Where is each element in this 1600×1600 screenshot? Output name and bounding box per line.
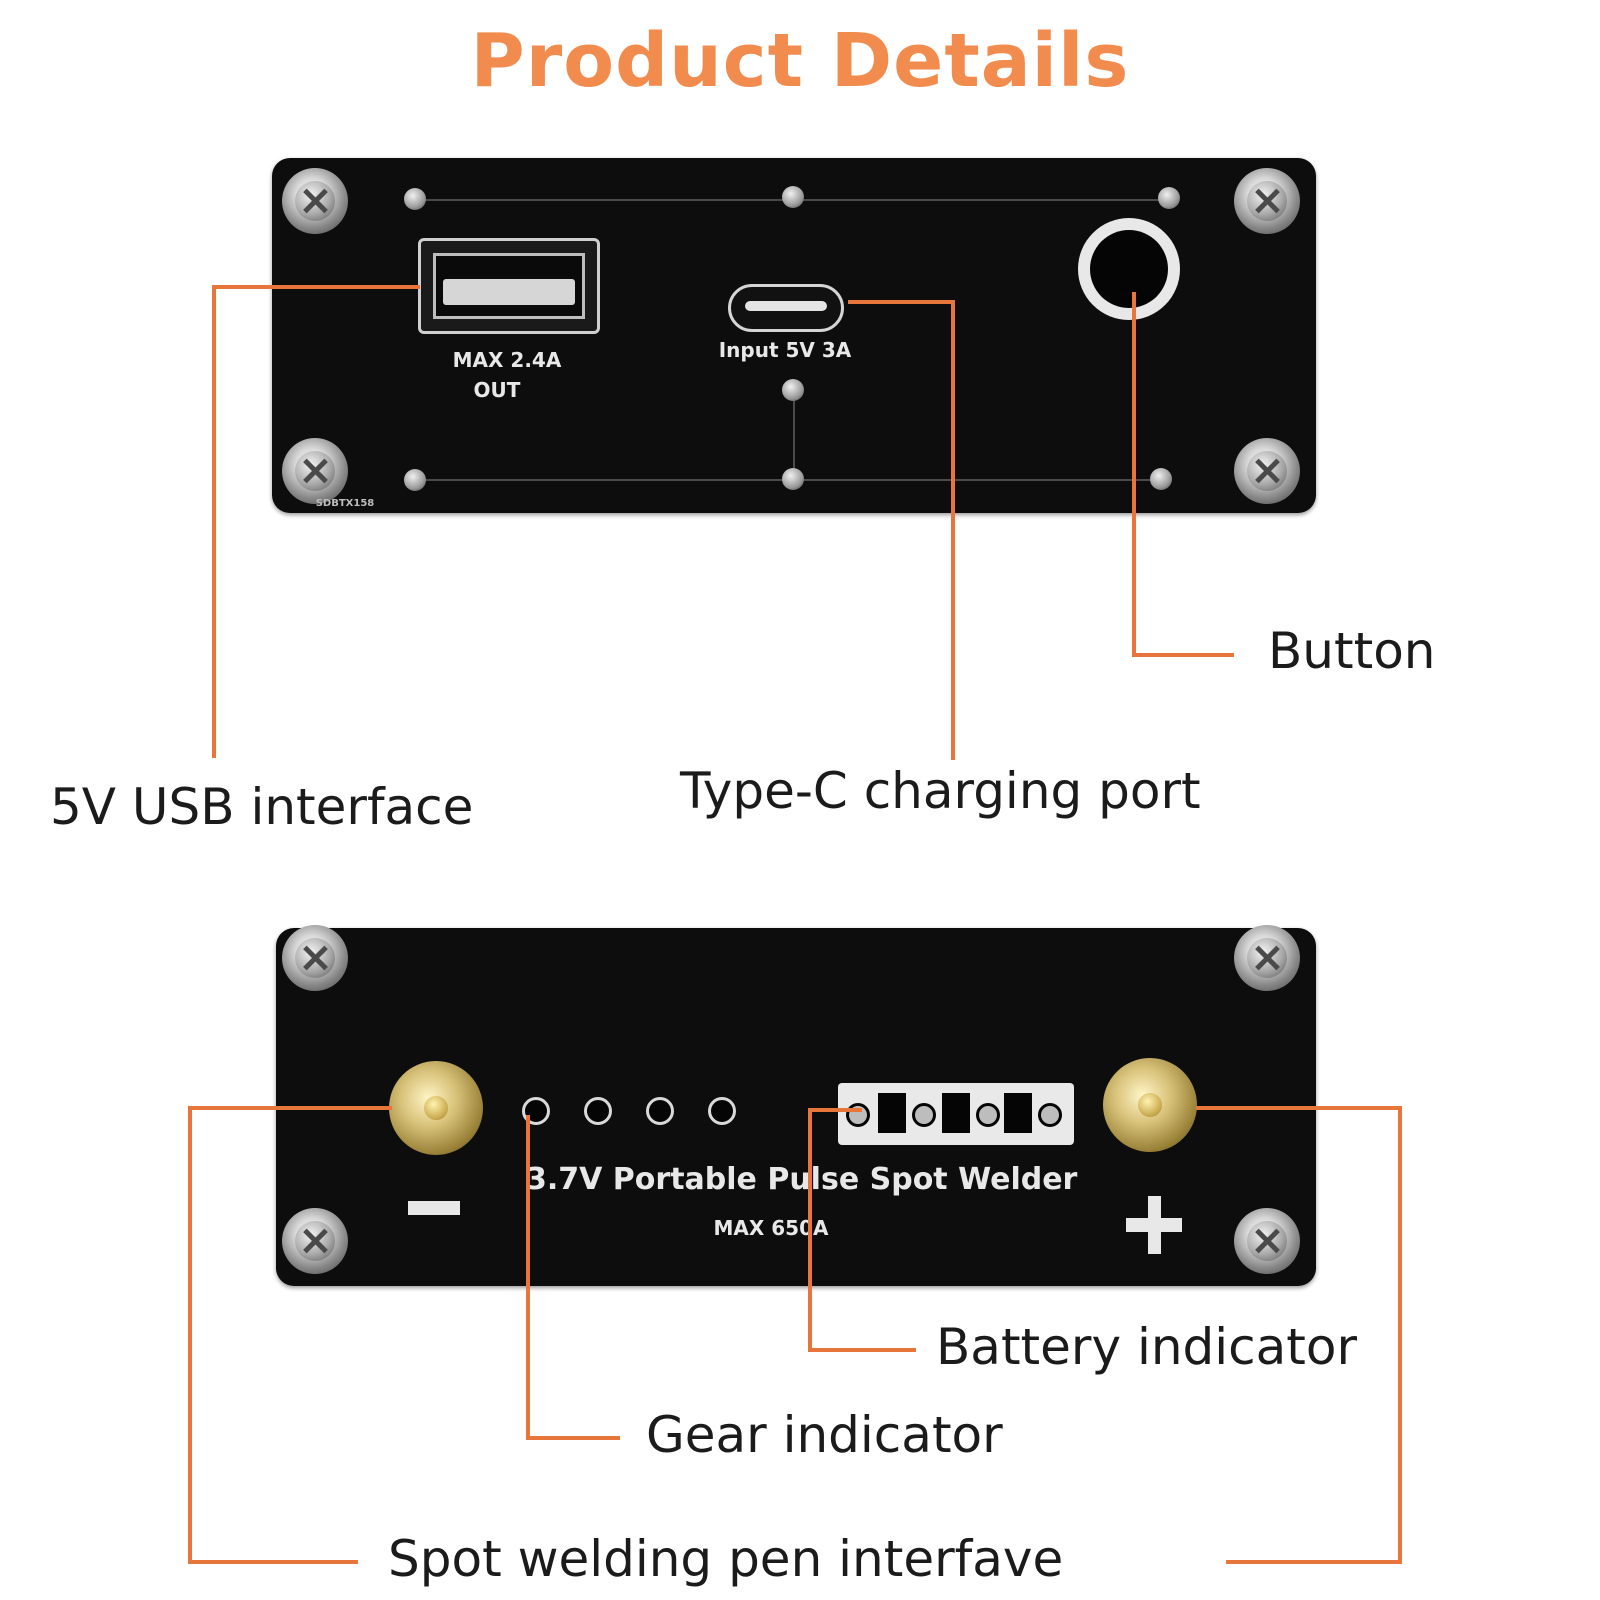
battery-indicator-leds bbox=[838, 1083, 1074, 1145]
page-title: Product Details bbox=[470, 18, 1130, 104]
screw-icon bbox=[1234, 438, 1300, 504]
screw-icon bbox=[282, 168, 348, 234]
typec-port bbox=[728, 284, 844, 332]
serial-label: SDBTX158 bbox=[315, 498, 375, 509]
button-callout: Button bbox=[1268, 622, 1436, 680]
gear-led-icon bbox=[522, 1097, 550, 1125]
top-panel: MAX 2.4A OUT Input 5V 3A SDBTX158 bbox=[272, 158, 1316, 513]
rivet-icon bbox=[782, 468, 804, 490]
screw-icon bbox=[1234, 1208, 1300, 1274]
gear-leader-line bbox=[526, 1115, 620, 1440]
screw-icon bbox=[1234, 168, 1300, 234]
screw-icon bbox=[282, 925, 348, 991]
usb-callout: 5V USB interface bbox=[50, 778, 474, 836]
usb-leader-line bbox=[212, 285, 420, 758]
typec-input-label: Input 5V 3A bbox=[718, 338, 852, 362]
gear-led-icon bbox=[584, 1097, 612, 1125]
typec-callout: Type-C charging port bbox=[680, 762, 1201, 820]
rivet-icon bbox=[404, 469, 426, 491]
button-leader-line bbox=[1132, 292, 1234, 657]
pen-callout: Spot welding pen interfave bbox=[388, 1530, 1064, 1588]
rivet-icon bbox=[782, 186, 804, 208]
pen-leader-line-left bbox=[188, 1106, 392, 1564]
power-button bbox=[1078, 218, 1180, 320]
pcb-trace bbox=[793, 390, 795, 480]
rivet-icon bbox=[1158, 187, 1180, 209]
battery-leader-line bbox=[808, 1108, 916, 1352]
screw-icon bbox=[282, 438, 348, 504]
screw-icon bbox=[1234, 925, 1300, 991]
product-name-label: 3.7V Portable Pulse Spot Welder bbox=[526, 1162, 1078, 1197]
battery-callout: Battery indicator bbox=[936, 1318, 1358, 1376]
gear-callout: Gear indicator bbox=[646, 1406, 1003, 1464]
gear-led-icon bbox=[708, 1097, 736, 1125]
positive-pen-terminal bbox=[1103, 1058, 1197, 1152]
plus-symbol-icon bbox=[1148, 1196, 1161, 1254]
bottom-panel: 3.7V Portable Pulse Spot Welder MAX 650A bbox=[276, 925, 1316, 1286]
screw-icon bbox=[282, 1208, 348, 1274]
rivet-icon bbox=[782, 379, 804, 401]
typec-leader-line bbox=[848, 300, 955, 760]
usb-out-label: OUT bbox=[473, 378, 521, 402]
pen-leader-line-right bbox=[1196, 1106, 1402, 1564]
minus-symbol-icon bbox=[408, 1201, 460, 1215]
negative-pen-terminal bbox=[389, 1061, 483, 1155]
rivet-icon bbox=[404, 188, 426, 210]
rivet-icon bbox=[1150, 468, 1172, 490]
gear-led-icon bbox=[646, 1097, 674, 1125]
usb-rating-label: MAX 2.4A bbox=[452, 348, 562, 372]
